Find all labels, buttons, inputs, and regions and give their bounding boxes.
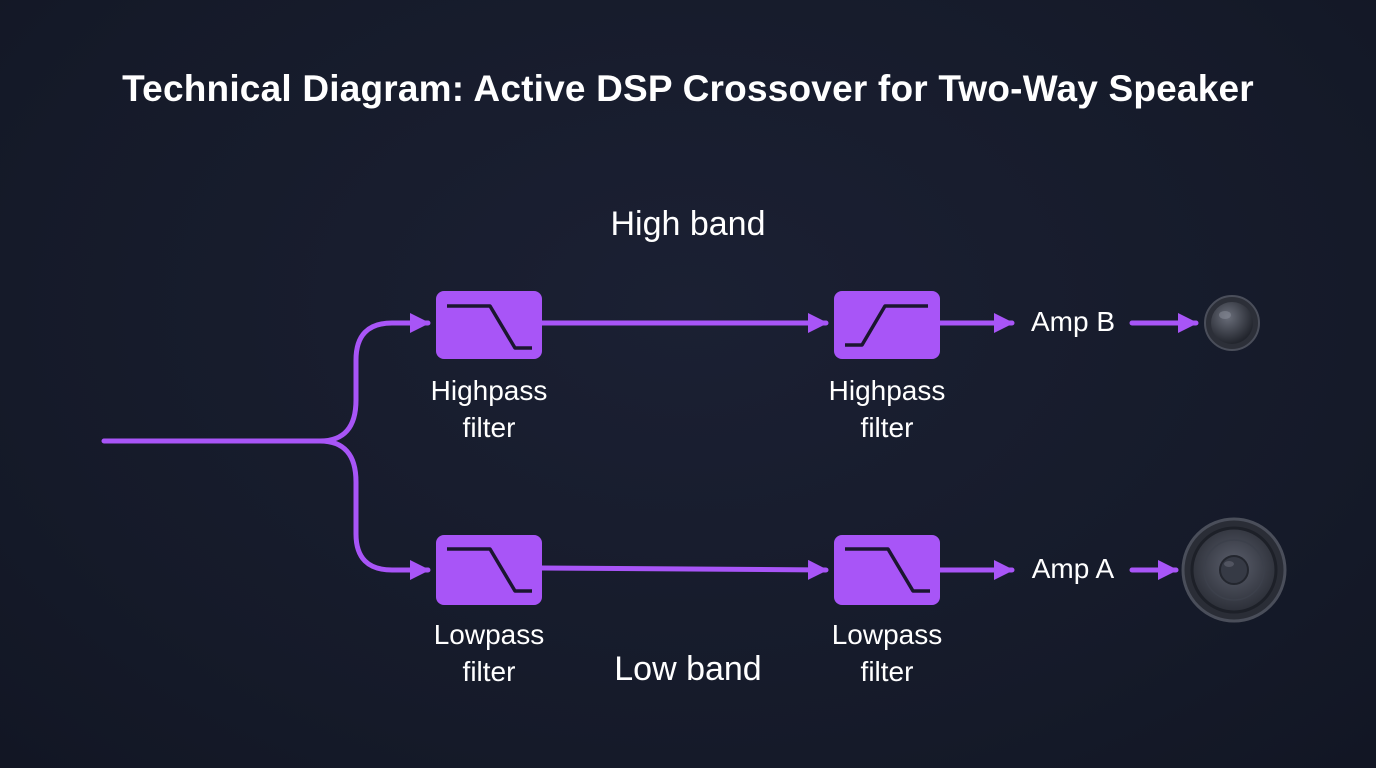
tweeter-icon xyxy=(1204,295,1260,351)
input-split-low-line xyxy=(317,438,431,580)
rising-slope-icon xyxy=(845,304,928,347)
highpass-filter-block-2 xyxy=(834,291,940,359)
highpass-filter-block-1 xyxy=(436,291,542,359)
high-band-label: High band xyxy=(610,205,766,243)
falling-slope-icon xyxy=(447,304,532,350)
falling-slope-icon xyxy=(447,547,532,593)
highpass-filter-label-1: Highpass filter xyxy=(389,372,589,446)
falling-slope-icon xyxy=(845,547,930,593)
filter-label-line-1: Lowpass xyxy=(433,619,545,650)
page-title: Technical Diagram: Active DSP Crossover … xyxy=(122,68,1254,109)
filter-label-line-1: Highpass xyxy=(828,375,946,406)
lowpass-filter-label-1: Lowpass filter xyxy=(389,616,589,690)
low-band-label: Low band xyxy=(614,650,762,688)
filter-label-line-1: Highpass xyxy=(430,375,548,406)
input-signal-line xyxy=(101,313,431,444)
lowpass-filter-label-2: Lowpass filter xyxy=(787,616,987,690)
lowpass-filter-block-1 xyxy=(436,535,542,605)
amp-a-label: Amp A xyxy=(1031,553,1115,584)
lowpass-filter-block-2 xyxy=(834,535,940,605)
amp-b-label: Amp B xyxy=(1030,306,1116,337)
highpass-filter-label-2: Highpass filter xyxy=(787,372,987,446)
filter-label-line-2: filter xyxy=(462,656,516,687)
woofer-speaker-icon xyxy=(1181,517,1287,623)
filter-label-line-2: filter xyxy=(860,412,914,443)
low-band-connection-line xyxy=(538,559,829,580)
filter-label-line-2: filter xyxy=(860,656,914,687)
filter-label-line-1: Lowpass xyxy=(831,619,943,650)
filter-label-line-2: filter xyxy=(462,412,516,443)
